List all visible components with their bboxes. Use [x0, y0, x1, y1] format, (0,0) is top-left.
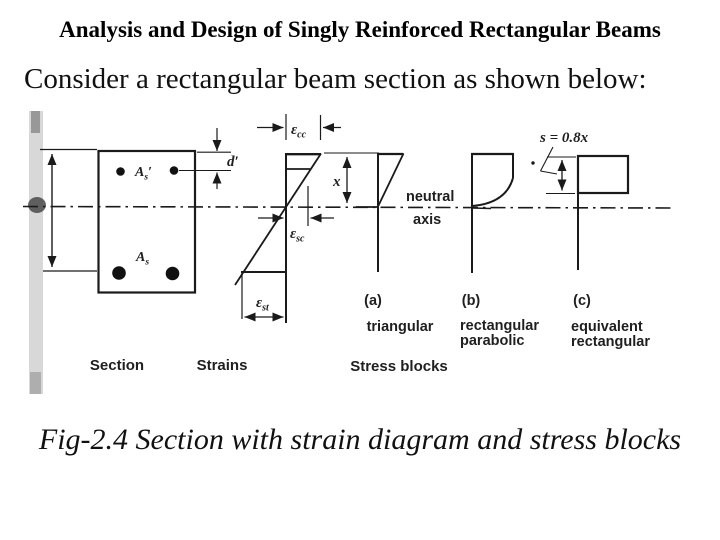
- s-dim-label: s = 0.8x: [539, 130, 589, 146]
- tension-rebar-dot: [165, 266, 180, 281]
- block-b-name-line2: parabolic: [460, 333, 524, 349]
- ecc-dimension: [257, 114, 341, 140]
- cover-dim-label: d′: [227, 154, 239, 170]
- esc-label: εsc: [290, 226, 305, 245]
- section-depth-dimension: [40, 148, 97, 272]
- compression-rebar-dot: [116, 167, 125, 176]
- beam-section: d′ As′ As Section: [40, 128, 239, 374]
- compression-steel-label: As′: [134, 165, 152, 183]
- block-a-name: triangular: [367, 319, 434, 335]
- stress-block-b: (b) rectangular parabolic: [460, 152, 539, 349]
- cover-dimension: [179, 128, 231, 189]
- neutral-axis-label-line1: neutral: [406, 189, 454, 205]
- esc-dimension: [258, 186, 334, 226]
- compression-rebar-dot: [169, 166, 179, 175]
- slide-title: Analysis and Design of Singly Reinforced…: [59, 17, 661, 42]
- block-c-name-line1: equivalent: [571, 319, 643, 335]
- block-c-tag: (c): [573, 293, 591, 309]
- block-b-name-line1: rectangular: [460, 318, 539, 334]
- strain-diagram: εcc εsc εst x Strains: [197, 114, 379, 374]
- tension-rebar-dot: [112, 266, 126, 280]
- est-dimension: [241, 272, 284, 322]
- intro-text: Consider a rectangular beam section as s…: [24, 63, 647, 95]
- scan-artifact-band: [28, 111, 46, 394]
- block-a-tag: (a): [364, 293, 382, 309]
- stress-blocks-label: Stress blocks: [350, 358, 448, 375]
- x-dimension: [324, 152, 379, 203]
- neutral-axis-label-line2: axis: [413, 212, 441, 228]
- section-outline: [97, 149, 197, 294]
- stress-block-a: (a) triangular: [356, 152, 434, 335]
- equivalent-rect: [576, 154, 630, 195]
- parabolic-curve: [472, 177, 514, 207]
- tension-steel-label: As: [135, 250, 149, 268]
- block-c-name-line2: rectangular: [571, 334, 650, 350]
- s-dimension: [531, 146, 576, 195]
- ecc-label: εcc: [291, 122, 307, 141]
- strains-label: Strains: [197, 357, 248, 374]
- section-label: Section: [90, 357, 144, 374]
- figure-caption: Fig-2.4 Section with strain diagram and …: [38, 423, 682, 456]
- neutral-axis-line: [22, 205, 673, 209]
- x-dim-label: x: [332, 174, 341, 190]
- est-label: εst: [256, 295, 270, 314]
- block-b-tag: (b): [462, 293, 481, 309]
- stress-block-c: s = 0.8x (c) equivalent rectangular: [531, 130, 650, 350]
